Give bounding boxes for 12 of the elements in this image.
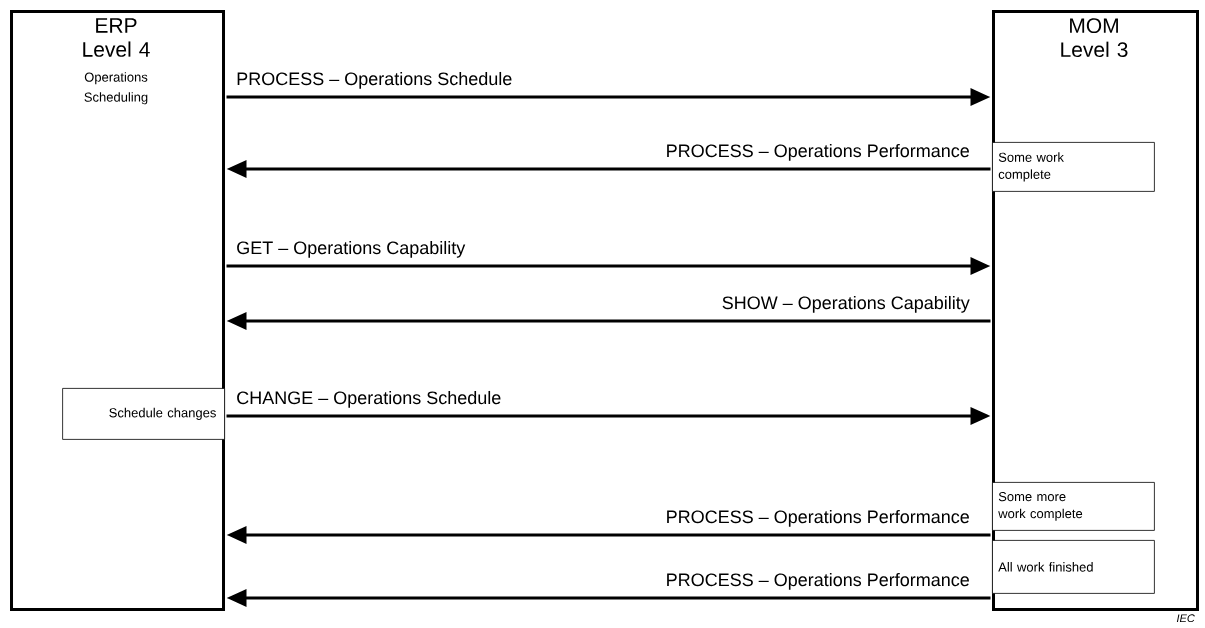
source-note: IEC (1176, 614, 1195, 623)
note-box: Some more work complete (992, 482, 1155, 531)
note-box: Schedule changes (62, 388, 225, 440)
edge-label: PROCESS – Operations Performance (667, 509, 969, 527)
edge-label: GET – Operations Capability (237, 240, 466, 258)
edge-label: CHANGE – Operations Schedule (237, 390, 501, 408)
edge-label: PROCESS – Operations Performance (667, 143, 969, 161)
edge-label: SHOW – Operations Capability (722, 295, 970, 313)
edge-label: PROCESS – Operations Performance (667, 572, 969, 590)
note-box: All work finished (992, 540, 1155, 594)
edge-label: PROCESS – Operations Schedule (237, 71, 512, 89)
note-box: Some work complete (992, 142, 1155, 192)
